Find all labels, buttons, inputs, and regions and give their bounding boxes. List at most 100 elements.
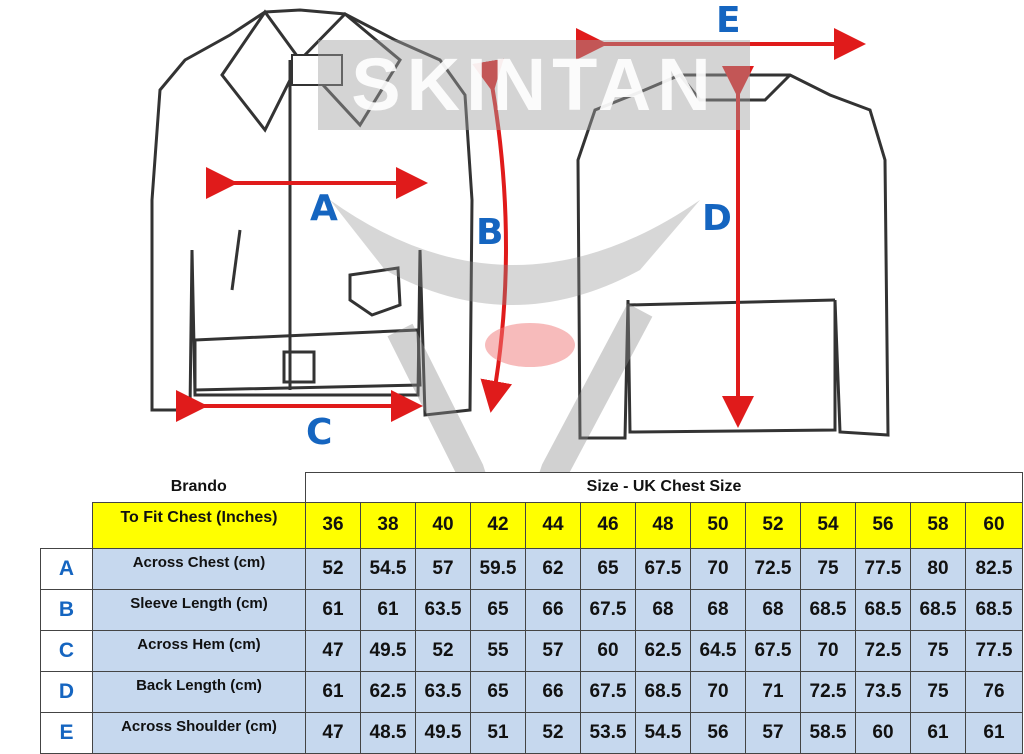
measurement-value: 67.5 xyxy=(580,588,636,631)
measurement-value: 76 xyxy=(965,670,1023,713)
measurement-value: 53.5 xyxy=(580,711,636,754)
size-header-cell: 44 xyxy=(525,501,581,549)
measurement-value: 61 xyxy=(910,711,966,754)
measurement-name: Back Length (cm) xyxy=(92,670,306,713)
measurement-value: 68.5 xyxy=(635,670,691,713)
measurement-value: 57 xyxy=(745,711,801,754)
measurement-value: 67.5 xyxy=(635,547,691,590)
measurement-name: Across Hem (cm) xyxy=(92,629,306,672)
front-label-patch xyxy=(291,54,343,86)
size-header-cell: 56 xyxy=(855,501,911,549)
measurement-value: 62.5 xyxy=(360,670,416,713)
measurement-value: 57 xyxy=(415,547,471,590)
measurement-value: 57 xyxy=(525,629,581,672)
measurement-value: 66 xyxy=(525,670,581,713)
fit-chest-label: To Fit Chest (Inches) xyxy=(92,501,306,549)
size-heading: Size - UK Chest Size xyxy=(305,472,1023,503)
measurement-value: 68 xyxy=(635,588,691,631)
measurement-value: 68.5 xyxy=(965,588,1023,631)
measurement-value: 52 xyxy=(415,629,471,672)
measurement-value: 70 xyxy=(690,670,746,713)
measurement-value: 49.5 xyxy=(360,629,416,672)
measurement-value: 65 xyxy=(580,547,636,590)
label-e: E xyxy=(716,0,741,41)
measurement-value: 58.5 xyxy=(800,711,856,754)
measurement-value: 62.5 xyxy=(635,629,691,672)
measurement-value: 60 xyxy=(580,629,636,672)
measurement-value: 77.5 xyxy=(855,547,911,590)
measurement-name: Across Chest (cm) xyxy=(92,547,306,590)
measurement-value: 62 xyxy=(525,547,581,590)
measurement-code: B xyxy=(40,588,93,631)
size-header-cell: 50 xyxy=(690,501,746,549)
size-header-cell: 40 xyxy=(415,501,471,549)
measurement-value: 75 xyxy=(910,629,966,672)
measurement-name: Across Shoulder (cm) xyxy=(92,711,306,754)
measurement-value: 49.5 xyxy=(415,711,471,754)
measurement-value: 61 xyxy=(305,588,361,631)
measurement-value: 73.5 xyxy=(855,670,911,713)
size-header-cell: 46 xyxy=(580,501,636,549)
measurement-value: 67.5 xyxy=(745,629,801,672)
measurement-value: 66 xyxy=(525,588,581,631)
measurement-value: 59.5 xyxy=(470,547,526,590)
measurement-value: 47 xyxy=(305,629,361,672)
measurement-value: 61 xyxy=(305,670,361,713)
measurement-value: 70 xyxy=(690,547,746,590)
measurement-value: 68.5 xyxy=(910,588,966,631)
measurement-code: A xyxy=(40,547,93,590)
measurement-value: 68.5 xyxy=(800,588,856,631)
measurement-value: 68 xyxy=(690,588,746,631)
label-c: C xyxy=(306,412,333,453)
size-header-cell: 48 xyxy=(635,501,691,549)
measurement-value: 75 xyxy=(910,670,966,713)
front-jacket-sketch xyxy=(150,8,474,417)
measurement-value: 77.5 xyxy=(965,629,1023,672)
measurement-value: 47 xyxy=(305,711,361,754)
measurement-value: 63.5 xyxy=(415,588,471,631)
measurement-value: 75 xyxy=(800,547,856,590)
measurement-value: 72.5 xyxy=(800,670,856,713)
model-name: Brando xyxy=(170,478,227,495)
measurement-value: 51 xyxy=(470,711,526,754)
measurement-value: 56 xyxy=(690,711,746,754)
measurement-value: 60 xyxy=(855,711,911,754)
brand-logo: SKINTAN xyxy=(318,40,750,130)
measurement-value: 61 xyxy=(360,588,416,631)
measurement-value: 80 xyxy=(910,547,966,590)
measurement-value: 65 xyxy=(470,588,526,631)
measurement-value: 67.5 xyxy=(580,670,636,713)
label-a: A xyxy=(310,188,338,229)
measurement-value: 64.5 xyxy=(690,629,746,672)
measurement-value: 54.5 xyxy=(635,711,691,754)
size-header-cell: 58 xyxy=(910,501,966,549)
measurement-code: C xyxy=(40,629,93,672)
size-chart-table: Brando Size - UK Chest Size To Fit Chest… xyxy=(40,472,1023,754)
measurement-value: 82.5 xyxy=(965,547,1023,590)
measurement-value: 72.5 xyxy=(745,547,801,590)
measurement-name: Sleeve Length (cm) xyxy=(92,588,306,631)
measurement-value: 68.5 xyxy=(855,588,911,631)
label-d: D xyxy=(702,198,732,239)
size-header-cell: 36 xyxy=(305,501,361,549)
size-header-cell: 60 xyxy=(965,501,1023,549)
measurement-value: 52 xyxy=(525,711,581,754)
measurement-value: 55 xyxy=(470,629,526,672)
measurement-value: 68 xyxy=(745,588,801,631)
measurement-value: 61 xyxy=(965,711,1023,754)
measurement-value: 52 xyxy=(305,547,361,590)
size-header-cell: 52 xyxy=(745,501,801,549)
measurement-value: 65 xyxy=(470,670,526,713)
size-header-cell: 42 xyxy=(470,501,526,549)
measurement-value: 70 xyxy=(800,629,856,672)
size-header-cell: 38 xyxy=(360,501,416,549)
measurement-value: 54.5 xyxy=(360,547,416,590)
measurement-value: 72.5 xyxy=(855,629,911,672)
measurement-value: 63.5 xyxy=(415,670,471,713)
measurement-value: 48.5 xyxy=(360,711,416,754)
